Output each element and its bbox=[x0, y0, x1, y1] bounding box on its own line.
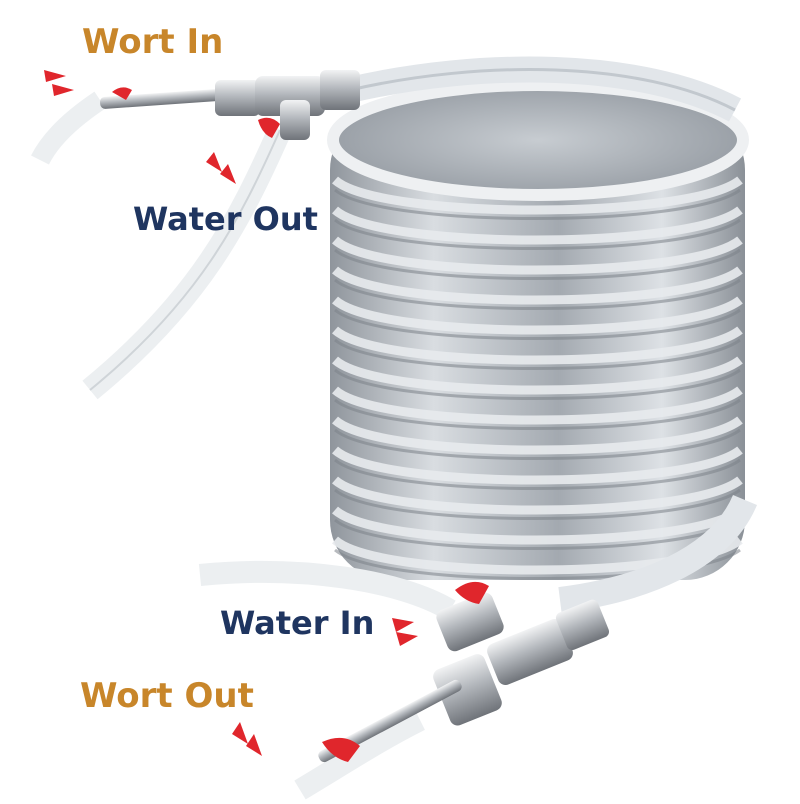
coil-ring bbox=[332, 356, 743, 395]
bottom-tubing bbox=[198, 494, 757, 800]
coil-ring-shadow bbox=[334, 428, 741, 460]
valve-handle-icon[interactable] bbox=[455, 581, 489, 604]
coil-ring-shadow bbox=[334, 278, 741, 310]
coil bbox=[327, 79, 749, 580]
coil-ring-shadow bbox=[334, 458, 741, 490]
arrow-wort-out bbox=[232, 722, 262, 756]
coil-ring-shadow bbox=[334, 338, 741, 370]
coil-ring-shadow bbox=[334, 188, 741, 220]
coil-ring bbox=[332, 266, 743, 305]
arrow-water-in bbox=[392, 618, 418, 646]
top-fitting bbox=[99, 70, 360, 140]
coil-ring-shadow bbox=[334, 368, 741, 400]
coil-ring bbox=[332, 326, 743, 365]
coil-ring-shadow bbox=[334, 248, 741, 280]
coil-ring bbox=[332, 206, 743, 245]
wort-out-label: Wort Out bbox=[80, 676, 254, 716]
coil-ring-shadow bbox=[334, 488, 741, 520]
coil-ring-shadow bbox=[334, 308, 741, 340]
coil-ring bbox=[332, 506, 743, 545]
coil-ring bbox=[332, 416, 743, 455]
coil-ring bbox=[332, 176, 743, 215]
water-in-label: Water In bbox=[220, 604, 375, 642]
coil-ring bbox=[332, 386, 743, 425]
wort-in-label: Wort In bbox=[82, 22, 224, 62]
valve-handle-icon[interactable] bbox=[112, 87, 132, 100]
valve-handle-icon[interactable] bbox=[322, 737, 360, 762]
coil-ring-shadow bbox=[334, 398, 741, 430]
coil-ring bbox=[332, 236, 743, 275]
coil-ring bbox=[332, 446, 743, 485]
coil-ring bbox=[332, 476, 743, 515]
arrow-wort-in bbox=[44, 70, 74, 96]
water-out-label: Water Out bbox=[133, 200, 318, 238]
arrow-water-out bbox=[206, 152, 236, 184]
bottom-fitting bbox=[318, 581, 610, 763]
coil-ring bbox=[332, 296, 743, 335]
top-tubing bbox=[31, 56, 742, 400]
valve-handle-icon[interactable] bbox=[258, 117, 280, 138]
coil-ring-shadow bbox=[334, 218, 741, 250]
